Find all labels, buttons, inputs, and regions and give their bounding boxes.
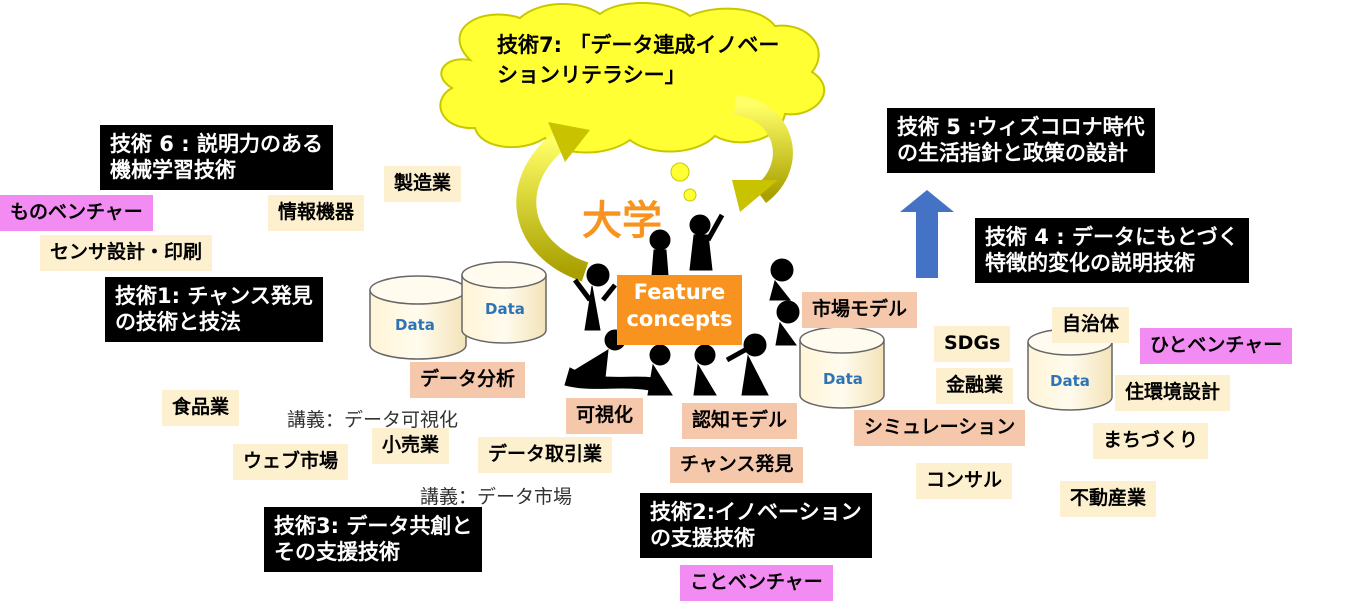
industry-machizukuri: まちづくり: [1093, 423, 1209, 459]
venture-hito: ひとベンチャー: [1140, 328, 1293, 364]
technique-1-line-1: 技術1: チャンス発見: [115, 284, 313, 308]
cloud-line-1: 技術7: 「データ連成イノベー: [497, 33, 780, 57]
method-visualization: 可視化: [566, 398, 644, 434]
people-silhouettes: [564, 213, 800, 396]
industry-housing: 住環境設計: [1115, 375, 1231, 411]
method-simulation: シミュレーション: [854, 410, 1026, 446]
feature-concepts-box: Feature concepts: [617, 275, 742, 345]
industry-retail: 小売業: [372, 428, 450, 464]
university-label: 大学: [582, 198, 662, 244]
technique-2-line-1: 技術2:イノベーション: [650, 500, 862, 524]
thought-bubble-large: [670, 162, 690, 182]
cycle-arrow-left: [516, 122, 590, 282]
industry-info-devices: 情報機器: [268, 195, 365, 231]
data-label-4: Data: [1050, 372, 1090, 390]
industry-web-market: ウェブ市場: [233, 444, 349, 480]
cloud-title: 技術7: 「データ連成イノベー ションリテラシー」: [497, 30, 779, 91]
data-cylinder-1: [369, 275, 467, 360]
method-data-analysis: データ分析: [410, 362, 526, 398]
cloud-line-2: ションリテラシー」: [497, 63, 686, 88]
industry-real-estate: 不動産業: [1060, 481, 1157, 517]
technique-6-line-1: 技術 6 : 説明力のある: [110, 132, 323, 156]
technique-4-line-1: 技術 4 : データにもとづく: [985, 225, 1239, 249]
technique-5-line-1: 技術 5 :ウィズコロナ時代: [897, 115, 1145, 139]
technique-6-line-2: 機械学習技術: [110, 158, 236, 183]
venture-koto: ことベンチャー: [680, 565, 833, 601]
industry-food: 食品業: [162, 390, 240, 426]
technique-4-line-2: 特徴的変化の説明技術: [985, 251, 1195, 276]
technique-1-box: 技術1: チャンス発見 の技術と技法: [105, 277, 323, 342]
technique-2-line-2: の支援技術: [650, 526, 755, 551]
technique-1-line-2: の技術と技法: [115, 310, 241, 335]
technique-4-box: 技術 4 : データにもとづく 特徴的変化の説明技術: [975, 218, 1249, 283]
industry-consul: コンサル: [916, 463, 1013, 499]
method-cognitive-model: 認知モデル: [682, 403, 798, 439]
method-market-model: 市場モデル: [802, 292, 918, 328]
technique-2-box: 技術2:イノベーション の支援技術: [640, 493, 872, 558]
thought-cloud: [439, 1, 826, 154]
technique-3-line-2: その支援技術: [274, 540, 400, 565]
industry-sensor: センサ設計・印刷: [40, 235, 213, 271]
data-label-1: Data: [395, 316, 435, 334]
technique-6-box: 技術 6 : 説明力のある 機械学習技術: [100, 125, 333, 190]
cycle-arrow-right: [732, 95, 793, 212]
lecture-market: 講義：データ市場: [420, 486, 573, 508]
data-label-3: Data: [823, 370, 863, 388]
feature-line-1: Feature: [633, 280, 726, 304]
up-arrow: [900, 190, 954, 278]
lecture-visualization: 講義：データ可視化: [287, 409, 459, 431]
technique-5-line-2: の生活指針と政策の設計: [897, 141, 1128, 166]
data-cylinder-2: [461, 261, 547, 344]
industry-sdgs: SDGs: [934, 326, 1011, 362]
venture-mono: ものベンチャー: [0, 195, 153, 231]
technique-3-line-1: 技術3: データ共創と: [274, 514, 473, 538]
feature-line-2: concepts: [626, 307, 733, 332]
thought-bubble-small: [683, 188, 697, 202]
technique-3-box: 技術3: データ共創と その支援技術: [264, 507, 483, 572]
data-label-2: Data: [485, 300, 525, 318]
industry-manufacturing: 製造業: [384, 166, 462, 202]
technique-5-box: 技術 5 :ウィズコロナ時代 の生活指針と政策の設計: [887, 108, 1155, 173]
data-cylinder-3: [799, 326, 885, 409]
method-chance-discovery: チャンス発見: [670, 447, 804, 483]
industry-data-trading: データ取引業: [478, 437, 613, 473]
industry-local-gov: 自治体: [1052, 307, 1130, 343]
industry-finance: 金融業: [936, 368, 1014, 404]
